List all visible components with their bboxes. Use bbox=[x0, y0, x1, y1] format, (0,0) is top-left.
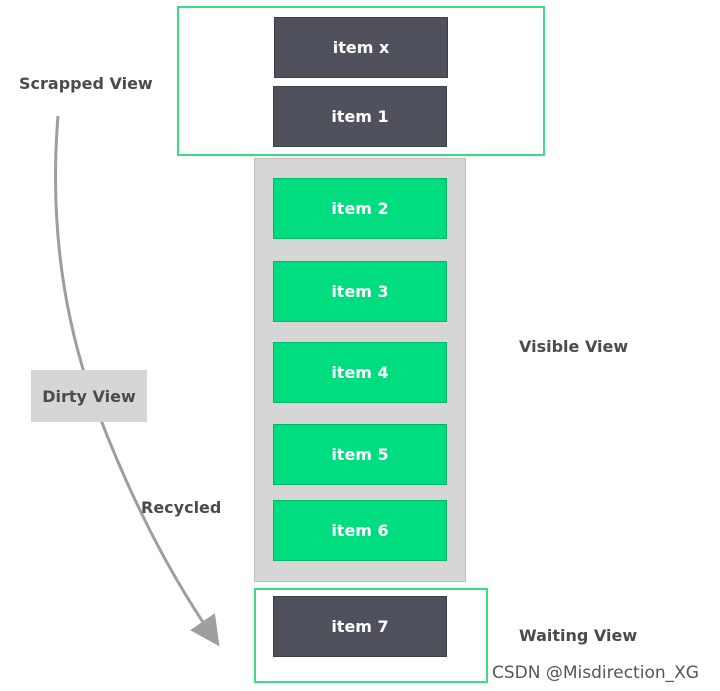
waiting-view-frame bbox=[254, 588, 488, 683]
item-3[interactable]: item 3 bbox=[273, 261, 447, 322]
item-x[interactable]: item x bbox=[274, 17, 448, 78]
item-6[interactable]: item 6 bbox=[273, 500, 447, 561]
waiting-view-label: Waiting View bbox=[519, 626, 638, 645]
item-7[interactable]: item 7 bbox=[273, 596, 447, 657]
recycled-label: Recycled bbox=[141, 498, 222, 517]
scrapped-view-label: Scrapped View bbox=[19, 74, 153, 93]
item-1[interactable]: item 1 bbox=[273, 86, 447, 147]
scrapped-view-frame bbox=[177, 6, 545, 156]
item-4[interactable]: item 4 bbox=[273, 342, 447, 403]
item-2[interactable]: item 2 bbox=[273, 178, 447, 239]
csdn-watermark: CSDN @Misdirection_XG bbox=[492, 663, 699, 683]
item-5[interactable]: item 5 bbox=[273, 424, 447, 485]
dirty-view-box: Dirty View bbox=[31, 370, 147, 422]
visible-view-label: Visible View bbox=[519, 337, 629, 356]
